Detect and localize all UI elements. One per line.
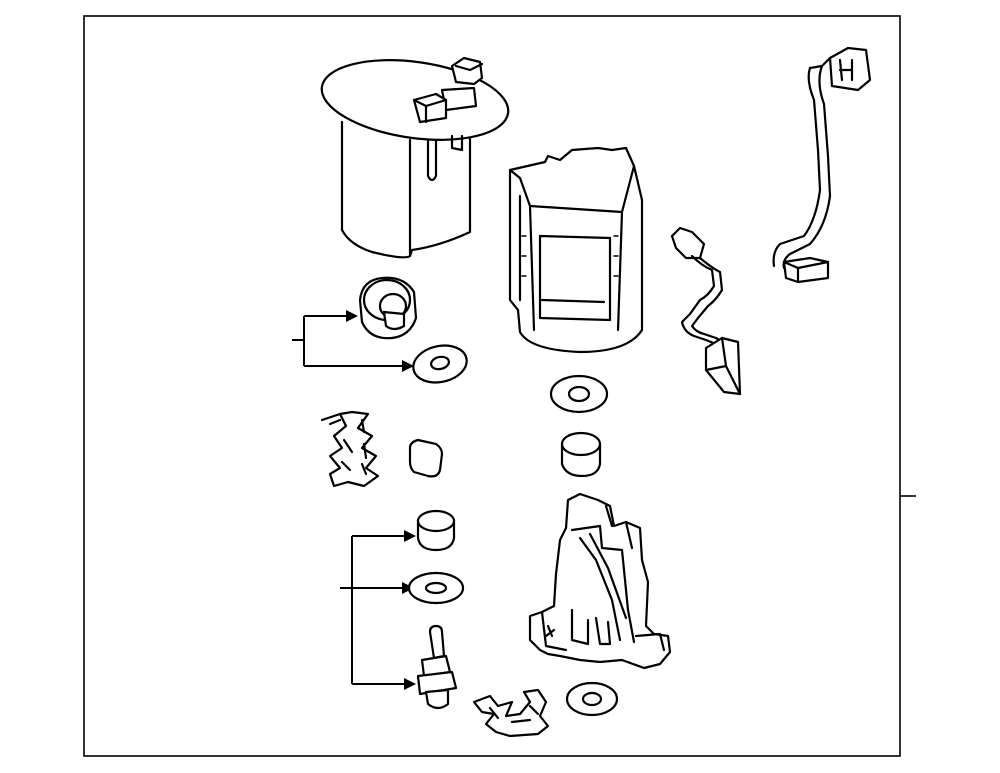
callout-bracket-lower [340,530,416,690]
diagram-frame [83,15,901,757]
callout-bracket-upper [292,310,414,372]
fuel-canister [508,146,644,354]
pump-flange-assembly [320,56,510,259]
retainer-clip-lower [472,688,550,738]
fuel-level-sender [670,226,742,396]
wire-harness-connector [772,46,872,284]
washer-upper-left [412,344,468,384]
cushion-center [560,431,602,478]
cushion-lower [416,509,456,552]
grommet-small [408,438,444,478]
retainer-clip-left [320,410,380,488]
check-valve-fitting [416,624,458,710]
washer-lower-center [565,681,619,717]
pump-bracket-lower [528,492,672,670]
washer-lower-left [407,571,465,605]
washer-center [549,374,609,414]
fuel-filter-cap [358,276,418,340]
